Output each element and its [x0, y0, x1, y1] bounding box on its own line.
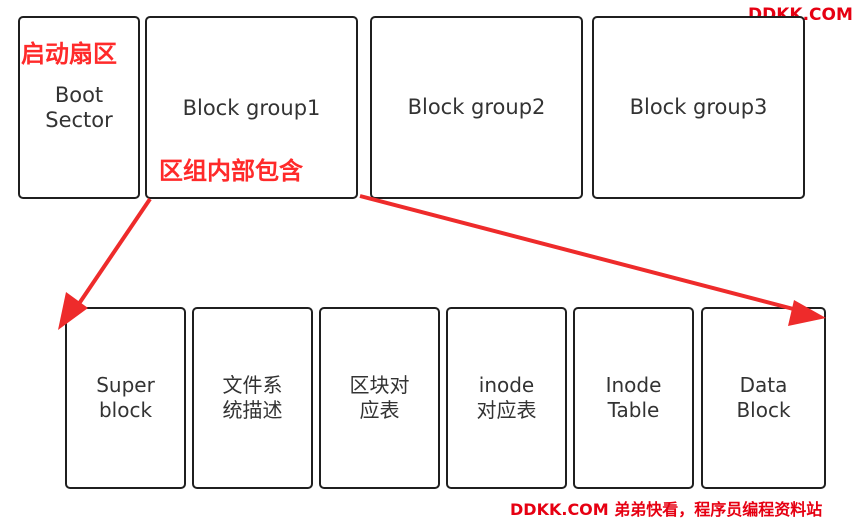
boot-sector-box: Boot Sector	[18, 16, 140, 199]
block-group3-box: Block group3	[592, 16, 805, 199]
super-block-box: Super block	[65, 307, 186, 489]
block-bitmap-box: 区块对 应表	[319, 307, 440, 489]
data-block-box: Data Block	[701, 307, 826, 489]
boot-sector-annotation: 启动扇区	[21, 40, 117, 68]
group-contains-annotation: 区组内部包含	[159, 157, 303, 185]
watermark-bottom: DDKK.COM 弟弟快看，程序员编程资料站	[510, 500, 823, 519]
inode-table-box: Inode Table	[573, 307, 694, 489]
group-descriptor-box: 文件系 统描述	[192, 307, 313, 489]
inode-bitmap-box: inode 对应表	[446, 307, 567, 489]
arrow-to-data-block	[359, 194, 806, 314]
arrow-to-super-block	[70, 197, 152, 316]
block-group1-box: Block group1	[145, 16, 358, 199]
arrowhead-left-icon	[58, 292, 88, 330]
arrowhead-right-icon	[788, 300, 826, 326]
block-group2-box: Block group2	[370, 16, 583, 199]
